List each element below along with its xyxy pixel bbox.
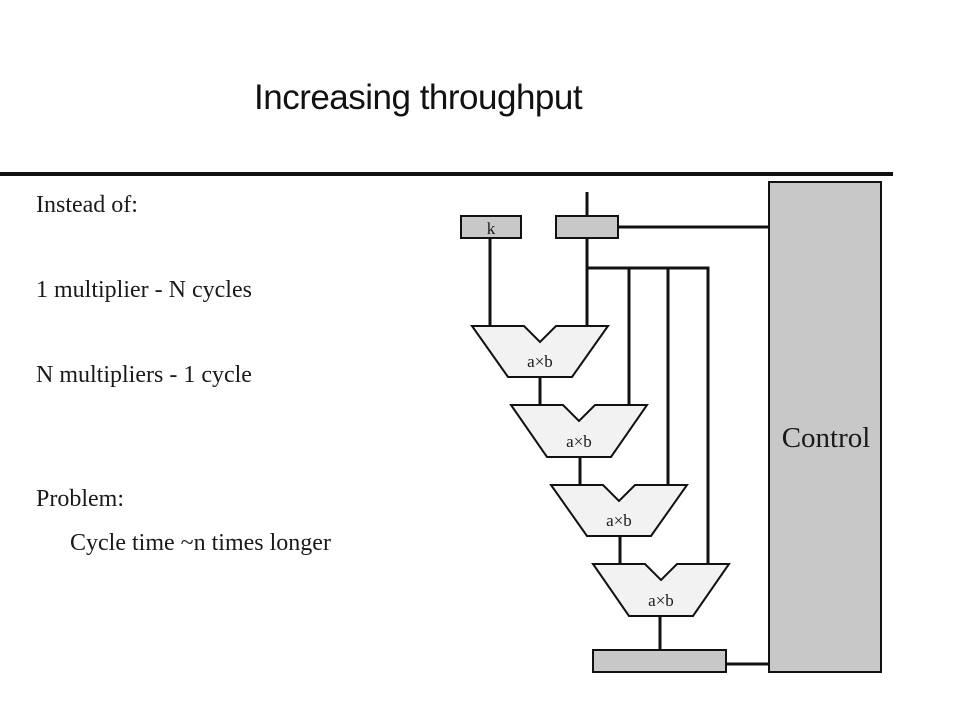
multiplier-1: a×b xyxy=(470,325,610,378)
title-rule xyxy=(0,172,893,176)
multiplier-2-label: a×b xyxy=(566,432,592,451)
multiplier-1-label: a×b xyxy=(527,352,553,371)
multiplier-3: a×b xyxy=(549,484,689,537)
control-block xyxy=(768,181,882,673)
bullet-problem: Problem: xyxy=(36,486,124,512)
register-input xyxy=(555,215,619,239)
multiplier-4-label: a×b xyxy=(648,591,674,610)
wires xyxy=(488,192,769,666)
bullet-n-multipliers: N multipliers - 1 cycle xyxy=(36,362,252,388)
multiplier-4: a×b xyxy=(591,563,731,617)
bus-to-mult3 xyxy=(629,266,670,485)
multiplier-2: a×b xyxy=(509,404,649,458)
bus-to-mult4 xyxy=(668,266,710,564)
slide-title: Increasing throughput xyxy=(254,78,583,117)
bullet-instead-of: Instead of: xyxy=(36,192,138,218)
register-k xyxy=(460,215,522,239)
bullet-cycle-time: Cycle time ~n times longer xyxy=(70,530,331,556)
bullet-one-multiplier: 1 multiplier - N cycles xyxy=(36,277,252,303)
multiplier-3-label: a×b xyxy=(606,511,632,530)
register-k-label: k xyxy=(487,219,496,238)
control-label: Control xyxy=(782,422,871,454)
register-output xyxy=(592,649,727,673)
